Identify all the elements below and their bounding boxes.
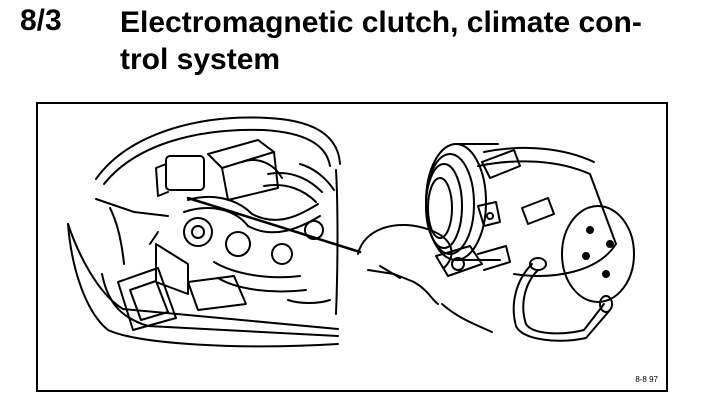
section-number: 8/3	[20, 4, 62, 37]
pointer-line-icon	[186, 196, 362, 254]
title-line-2: trol system	[120, 43, 281, 76]
title-line-1: Electromagnetic clutch, climate con-	[120, 6, 642, 39]
illustration-drawing	[67, 116, 635, 348]
illustration-frame: 8-8 97	[36, 102, 668, 392]
engine-bay-icon	[67, 116, 341, 348]
ac-compressor-icon	[357, 143, 635, 342]
page-title: Electromagnetic clutch, climate con- tro…	[120, 4, 680, 78]
figure-reference-code: 8-8 97	[635, 375, 658, 384]
